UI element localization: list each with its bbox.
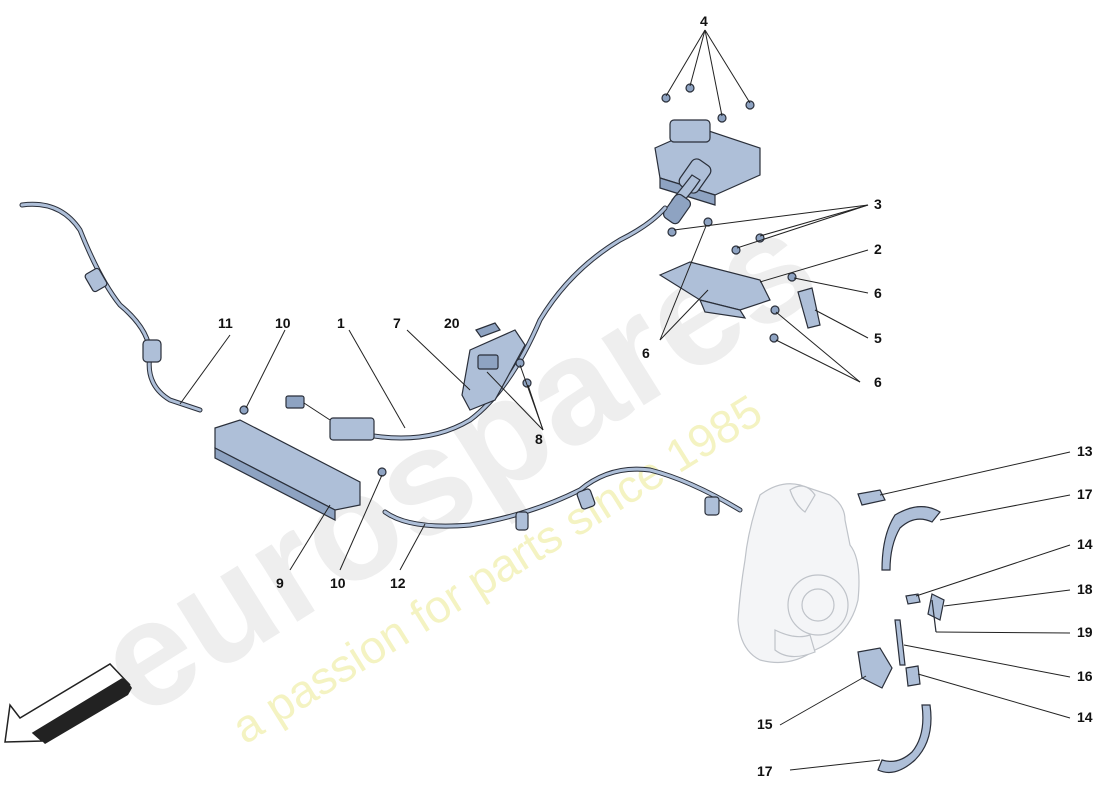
cable-right xyxy=(382,466,743,531)
label-16: 16 xyxy=(1077,668,1093,684)
label-9: 9 xyxy=(276,575,284,591)
label-8: 8 xyxy=(535,431,543,447)
label-20: 20 xyxy=(444,315,460,331)
mounting-bracket xyxy=(658,261,771,319)
label-12: 12 xyxy=(390,575,406,591)
parking-brake-actuator xyxy=(654,119,761,225)
label-13: 13 xyxy=(1077,443,1093,459)
label-10: 10 xyxy=(330,575,346,591)
label-14: 14 xyxy=(1077,536,1093,552)
label-6: 6 xyxy=(642,345,650,361)
watermark: eurospares a passion for parts since 198… xyxy=(68,176,843,753)
brake-shoe-lower xyxy=(877,704,932,773)
label-17: 17 xyxy=(757,763,773,779)
front-arrow-icon xyxy=(4,663,132,744)
label-19: 19 xyxy=(1077,624,1093,640)
guide-rail xyxy=(214,419,361,521)
label-5: 5 xyxy=(874,330,882,346)
label-6: 6 xyxy=(874,285,882,301)
hub-carrier-ghost xyxy=(737,483,860,663)
clip-part xyxy=(475,322,501,338)
label-11: 11 xyxy=(218,315,233,331)
label-7: 7 xyxy=(393,315,401,331)
leader-lines xyxy=(179,29,1071,771)
label-10: 10 xyxy=(275,315,291,331)
part-labels: 4 3 2 6 5 6 6 20 7 1 10 11 8 9 10 12 13 … xyxy=(218,13,1093,779)
label-2: 2 xyxy=(874,241,882,257)
label-6: 6 xyxy=(874,374,882,390)
label-14: 14 xyxy=(1077,709,1093,725)
cable-left xyxy=(19,201,203,413)
cable-bracket xyxy=(461,329,526,411)
brake-hardware xyxy=(857,489,945,689)
label-18: 18 xyxy=(1077,581,1093,597)
label-4: 4 xyxy=(700,13,708,29)
label-15: 15 xyxy=(757,716,773,732)
watermark-logo: eurospares xyxy=(68,176,843,747)
label-17: 17 xyxy=(1077,486,1093,502)
label-3: 3 xyxy=(874,196,882,212)
equalizer xyxy=(285,395,375,441)
cable-main xyxy=(342,205,668,441)
brake-shoe-upper xyxy=(881,506,941,571)
label-1: 1 xyxy=(337,315,345,331)
